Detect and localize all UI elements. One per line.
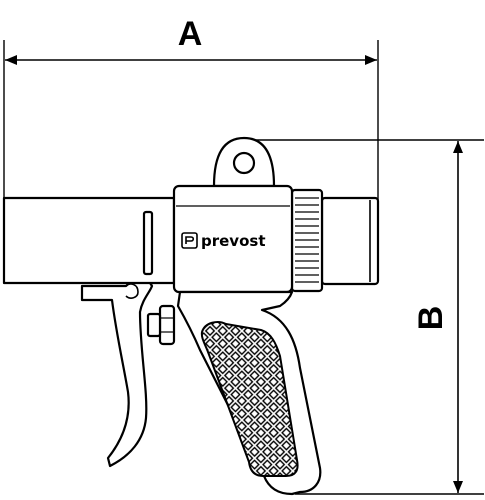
- trigger: [80, 278, 154, 468]
- dimension-b-label: B: [412, 306, 450, 331]
- brand-logo: prevost: [181, 232, 266, 250]
- barrel-slot: [142, 210, 154, 276]
- knurled-ring-ridges: [295, 197, 319, 283]
- dimension-a: A: [3, 15, 379, 200]
- brand-name: prevost: [201, 232, 266, 250]
- valve-stem: [146, 312, 162, 338]
- dimension-b: B: [250, 139, 484, 495]
- eyelet-hole: [232, 151, 256, 175]
- valve-nut: [158, 304, 176, 346]
- blow-gun: [2, 136, 380, 496]
- dimension-a-label: A: [178, 15, 203, 53]
